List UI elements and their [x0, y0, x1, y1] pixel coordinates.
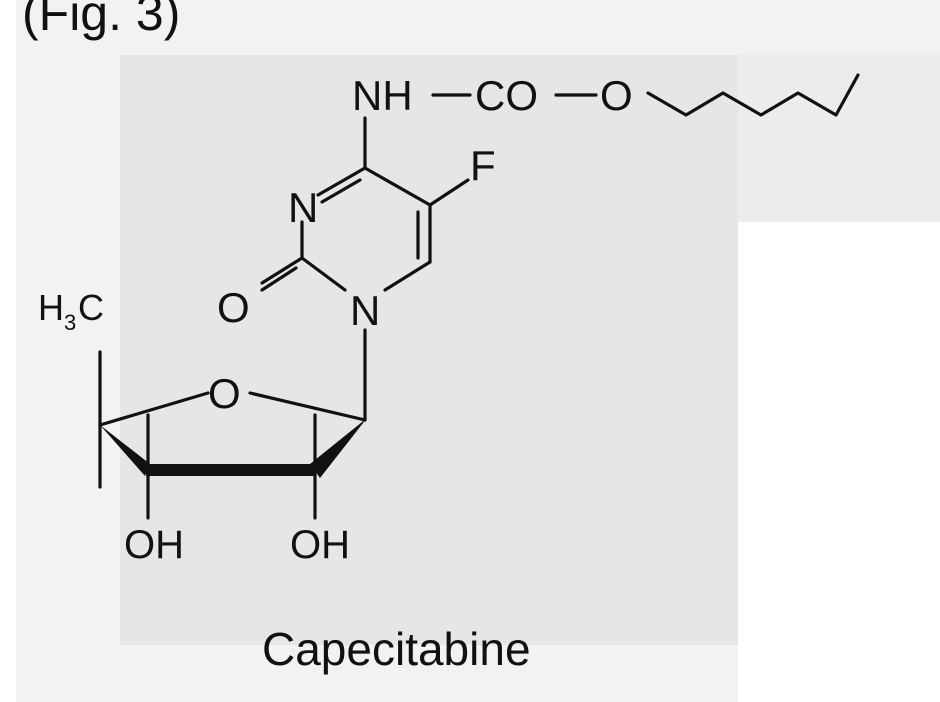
label-n3: N — [288, 184, 318, 231]
wedge-c4prime-c3prime — [100, 425, 150, 476]
bond-c6-n1 — [383, 260, 432, 292]
background-panel-right — [738, 55, 940, 222]
label-methyl-subscript: 3 — [64, 310, 76, 335]
label-ester-o: O — [600, 72, 633, 119]
label-nh: NH — [352, 72, 413, 119]
label-sugar-o: O — [208, 370, 241, 417]
label-oh-right: OH — [290, 523, 350, 567]
label-oh-left: OH — [124, 523, 184, 567]
bond-c2-n1 — [300, 256, 347, 292]
blank-area — [738, 222, 940, 702]
label-carbonyl-o: O — [217, 284, 250, 331]
bond-c4-n3-inner — [320, 178, 362, 204]
bond-c2-o-inner — [260, 266, 298, 292]
bond-c4-n3-double — [316, 166, 367, 197]
pentyl-chain — [646, 73, 860, 117]
label-methyl-c: C — [78, 287, 104, 328]
page-margin — [0, 0, 16, 702]
bond-o4-c4prime — [98, 391, 210, 427]
label-fluorine: F — [470, 142, 496, 189]
label-methyl-h: H — [38, 287, 64, 328]
bond-c4-c5 — [363, 166, 432, 207]
wedge-c2prime-c1prime — [310, 418, 367, 478]
header-fragment: (Fig. 3) — [22, 0, 181, 41]
label-n1: N — [350, 287, 380, 334]
bond-c5-f — [428, 178, 470, 207]
bond-o4-c1prime — [248, 391, 367, 422]
compound-caption: Capecitabine — [262, 623, 531, 675]
bond-c2-o — [260, 256, 304, 285]
background-panel — [120, 55, 738, 645]
bold-bond-c3prime-c2prime — [146, 464, 316, 476]
label-co: CO — [475, 72, 538, 119]
